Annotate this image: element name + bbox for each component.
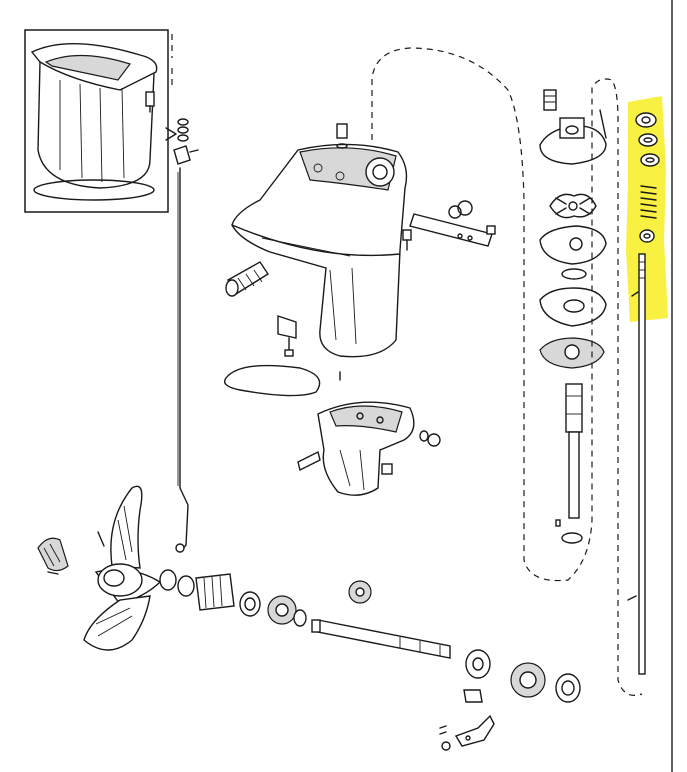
highlighted-seal-stack	[635, 112, 660, 243]
forward-gear	[510, 662, 581, 703]
drive-shaft	[555, 383, 583, 544]
highlighted-long-rod	[627, 253, 646, 675]
clutch-dog	[463, 649, 491, 703]
clip-parts	[277, 315, 297, 357]
lower-unit-gearcase	[297, 401, 441, 496]
pump-gasket	[539, 337, 605, 369]
water-pump-housing	[539, 89, 607, 165]
shift-lever	[439, 714, 495, 751]
pump-plate	[539, 225, 607, 280]
propeller	[83, 485, 162, 651]
link-plate	[402, 200, 496, 251]
impeller	[549, 193, 597, 219]
propeller-nut	[37, 531, 105, 575]
bearing-carrier	[159, 569, 261, 617]
water-tube	[225, 261, 269, 297]
highlight-marker	[626, 96, 668, 322]
inset-exhaust-housing	[24, 29, 169, 213]
bolt-and-washers-topleft	[145, 34, 199, 165]
drive-shaft-housing	[231, 123, 408, 358]
propeller-shaft	[311, 619, 451, 659]
pump-base	[539, 287, 607, 327]
dashed-routing-line	[371, 47, 643, 696]
reverse-gear	[267, 595, 307, 627]
exhaust-seal-ring	[223, 364, 341, 397]
pinion-gear	[348, 580, 372, 604]
shift-rod	[175, 167, 189, 553]
